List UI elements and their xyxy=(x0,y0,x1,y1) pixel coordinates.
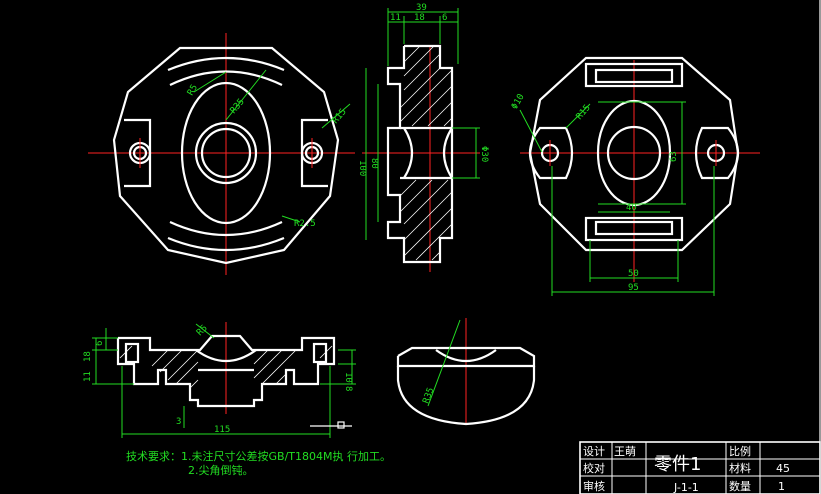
dim-phi10: Φ10 xyxy=(510,92,527,111)
lower-hatching xyxy=(399,179,453,261)
title-block: 设计 王萌 校对 审核 零件1 J-1-1 比例 材料 45 数量 1 xyxy=(579,441,821,494)
dim-100: 100 xyxy=(357,160,367,176)
half-bowl xyxy=(396,366,536,426)
front-view: R5 R35 R15 R2.5 xyxy=(88,33,355,275)
top-center-bore xyxy=(606,125,662,181)
bottom-body xyxy=(116,334,336,408)
drawing-number: J-1-1 xyxy=(673,481,699,494)
upper-slot-arc-outer xyxy=(167,56,285,72)
designer-name: 王萌 xyxy=(614,444,636,458)
leader-r15-top xyxy=(565,103,591,129)
cut-plane-marker xyxy=(337,421,345,429)
left-ear xyxy=(528,126,574,180)
top-lower-slot xyxy=(584,216,684,242)
bottom-hatching xyxy=(119,345,333,389)
bore-curve-left xyxy=(403,127,414,179)
dim-115: 115 xyxy=(214,425,230,435)
dim-40: 40 xyxy=(626,203,637,213)
dim-18: 18 xyxy=(83,351,93,362)
dim-11: 11 xyxy=(83,371,93,382)
dim-3: 3 xyxy=(176,417,181,427)
label-quantity: 数量 xyxy=(729,480,751,493)
half-section-view: R35 xyxy=(396,318,536,426)
dim-8: 8 xyxy=(343,386,353,391)
half-inner-arc xyxy=(435,349,497,362)
tech-requirements-line1: 技术要求：1.未注尺寸公差按GB/T1804M执 行加工。 xyxy=(126,449,391,463)
leader-r25 xyxy=(281,215,301,223)
lower-slot-arc-outer xyxy=(167,236,285,252)
bottom-section-view: 18 6 11 10 8 R5 115 3 xyxy=(83,322,356,438)
label-scale: 比例 xyxy=(729,444,751,458)
dim-95: 95 xyxy=(628,283,639,293)
right-ear xyxy=(694,126,740,180)
dim-phi30: Φ30 xyxy=(479,146,489,162)
lower-slot-arc xyxy=(169,221,283,236)
bore-curve-right xyxy=(442,127,453,179)
leader-phi10 xyxy=(519,109,543,153)
bottom-bore-arc xyxy=(195,349,257,362)
top-lower-slot-inner xyxy=(594,220,674,236)
dim-r25: R2.5 xyxy=(294,219,316,229)
part-name: 零件1 xyxy=(654,454,701,475)
side-body xyxy=(386,44,454,264)
material-value: 45 xyxy=(776,462,790,475)
top-upper-slot-inner xyxy=(594,68,674,84)
dim-39: 39 xyxy=(416,3,427,13)
dim-11: 11 xyxy=(390,13,401,23)
title-block-frame xyxy=(579,441,821,494)
label-material: 材料 xyxy=(729,461,751,475)
quantity-value: 1 xyxy=(778,480,785,493)
dim-6: 6 xyxy=(442,13,447,23)
leader-r5-bottom xyxy=(195,323,215,339)
center-bore xyxy=(194,121,258,185)
top-upper-slot xyxy=(584,62,684,88)
label-check: 校对 xyxy=(583,461,605,475)
dim-6: 6 xyxy=(95,341,105,346)
dim-50: 50 xyxy=(628,269,639,279)
inner-ellipse xyxy=(180,81,272,225)
dim-r5: R5 xyxy=(186,83,200,97)
dim-r35-half: R35 xyxy=(421,386,436,405)
left-pocket xyxy=(124,342,140,364)
top-inner-ellipse xyxy=(596,99,672,207)
dim-63: 63 xyxy=(669,151,679,162)
upper-hatching xyxy=(399,45,453,127)
label-design: 设计 xyxy=(583,445,605,458)
tech-requirements-line2: 2.尖角倒钝。 xyxy=(188,463,254,477)
label-review: 审核 xyxy=(583,479,605,493)
top-view: Φ10 R15 40 63 50 95 xyxy=(510,56,760,296)
dim-10: 10 xyxy=(343,372,353,383)
dim-18: 18 xyxy=(414,13,425,23)
side-section-view: 39 11 18 6 100 80 Φ30 xyxy=(357,3,489,272)
dim-r15-top: R15 xyxy=(575,103,593,122)
right-pocket xyxy=(312,342,328,364)
leader-r35-half xyxy=(427,319,461,407)
leader-r15 xyxy=(321,103,351,129)
dim-80: 80 xyxy=(369,158,379,169)
center-bore-inner xyxy=(200,127,252,179)
upper-slot-arc xyxy=(169,70,283,86)
leader-r5 xyxy=(193,71,227,93)
outer-contour xyxy=(112,46,340,265)
leader-r35 xyxy=(225,69,267,121)
